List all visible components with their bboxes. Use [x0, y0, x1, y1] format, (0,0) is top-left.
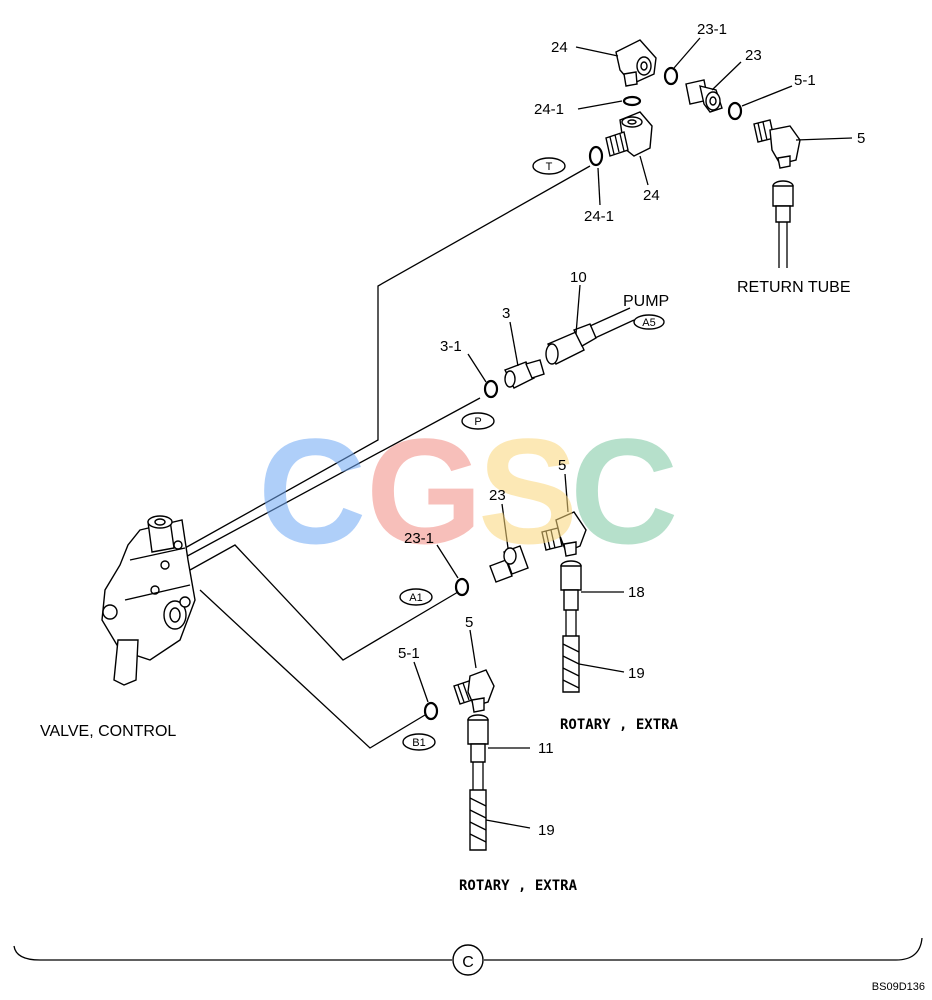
part-label-23-top: 23 [745, 47, 762, 64]
o-ring-3-1 [483, 379, 499, 399]
part-label-5-1-low: 5-1 [398, 645, 420, 662]
pump-label: PUMP [623, 293, 669, 310]
port-oval-b1 [402, 733, 436, 751]
o-ring-23-1-mid [454, 577, 470, 597]
port-label-p: P [474, 416, 481, 428]
part-label-18: 18 [628, 584, 645, 601]
part-label-5-low: 5 [465, 614, 473, 631]
port-label-a1: A1 [409, 592, 422, 604]
elbow-fitting-5-low [453, 669, 495, 713]
part-label-23-1-top: 23-1 [697, 21, 727, 38]
a1-fittings [454, 511, 587, 693]
top-fittings [588, 39, 801, 268]
control-valve [101, 515, 196, 686]
hose-11-19-low [467, 714, 489, 851]
port-oval-a1 [399, 588, 433, 606]
o-ring-24-1-top [622, 95, 642, 107]
port-labels: T A5 P A1 B1 [409, 161, 655, 749]
rotary-extra-label-2: ROTARY , EXTRA [459, 878, 578, 894]
o-ring-5-1-top [727, 101, 743, 121]
section-mark-letter: C [462, 954, 474, 971]
part-label-24-1-top: 24-1 [534, 101, 564, 118]
hose-18-19-mid [560, 560, 582, 693]
port-label-b1: B1 [412, 737, 425, 749]
part-labels: 24 24-1 24-1 24 23-1 23 5-1 5 10 3 3-1 5… [398, 21, 865, 839]
part-label-3: 3 [502, 305, 510, 322]
part-label-23-1-mid: 23-1 [404, 530, 434, 547]
o-ring-23-1-top [663, 66, 679, 86]
valve-control-label: VALVE, CONTROL [40, 723, 176, 740]
adapter-23-top [685, 79, 723, 113]
rotary-extra-label-1: ROTARY , EXTRA [560, 717, 679, 733]
adapter-3 [504, 359, 545, 389]
drawing-code: BS09D136 [872, 981, 925, 993]
watermark-letter-3: S [478, 407, 578, 575]
port-oval-p [461, 412, 495, 430]
o-ring-24-1-bottom [588, 145, 604, 167]
hose-fitting-10 [545, 307, 635, 365]
watermark-letter-2: G [366, 407, 483, 575]
port-oval-a5 [633, 314, 665, 330]
port-oval-t [532, 157, 566, 175]
adapter-23-mid [489, 545, 529, 583]
port-label-a5: A5 [642, 317, 655, 329]
leader-lines [413, 37, 853, 829]
part-label-10: 10 [570, 269, 587, 286]
watermark-letter-4: C [570, 407, 678, 575]
port-label-t: T [546, 161, 553, 173]
watermark-letter-1: C [258, 407, 366, 575]
part-label-23-mid: 23 [489, 487, 506, 504]
part-label-24-1-bottom: 24-1 [584, 208, 614, 225]
part-label-19-mid: 19 [628, 665, 645, 682]
return-tube-label: RETURN TUBE [737, 279, 851, 296]
part-label-5-1-top: 5-1 [794, 72, 816, 89]
return-tube [772, 180, 794, 268]
part-label-5-mid: 5 [558, 457, 566, 474]
connection-lines [179, 165, 591, 749]
elbow-fitting-5-top [753, 119, 801, 169]
elbow-fitting-5-mid [541, 511, 587, 557]
part-label-5-top: 5 [857, 130, 865, 147]
o-ring-5-1-low [423, 701, 439, 721]
description-labels: RETURN TUBE PUMP VALVE, CONTROL ROTARY ,… [40, 279, 851, 894]
section-bracket: C [13, 937, 923, 976]
elbow-fitting-24-bottom [605, 111, 653, 157]
pump-fittings [483, 307, 635, 399]
part-label-11: 11 [538, 740, 554, 757]
part-label-19-low: 19 [538, 822, 555, 839]
watermark: C G S C [258, 407, 678, 575]
elbow-fitting-24-top [615, 39, 657, 87]
part-label-24-top: 24 [551, 39, 568, 56]
port-tags [399, 157, 665, 751]
part-label-24-bottom: 24 [643, 187, 660, 204]
part-label-3-1: 3-1 [440, 338, 462, 355]
section-mark-circle [452, 944, 484, 976]
b1-fittings [423, 669, 495, 851]
